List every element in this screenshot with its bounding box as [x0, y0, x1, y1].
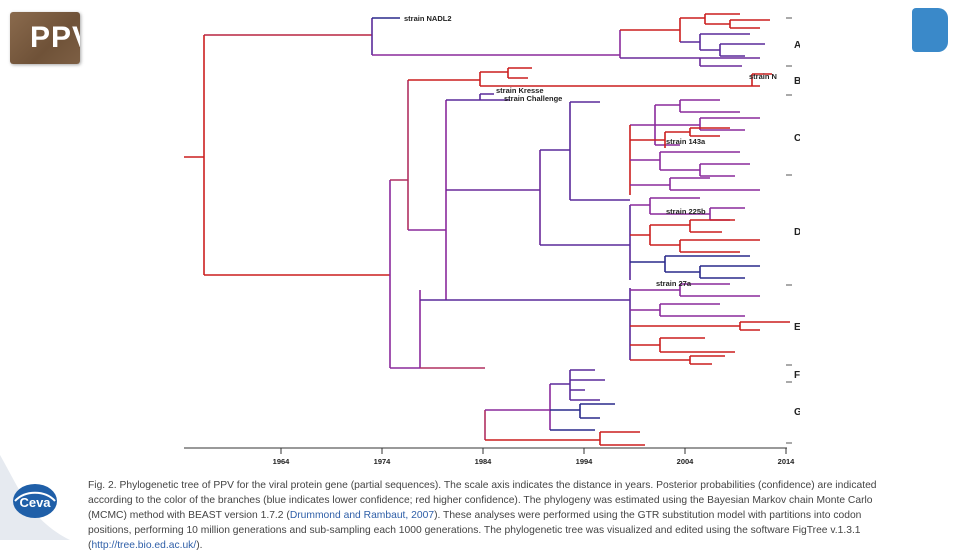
- swoosh-decoration: [0, 455, 70, 540]
- caption-reference-link[interactable]: Drummond and Rambaut, 2007: [289, 510, 435, 521]
- figure-caption: Fig. 2. Phylogenetic tree of PPV for the…: [88, 478, 900, 553]
- phylogenetic-tree: strain NADL2 strain N strain Kresse stra…: [184, 13, 802, 466]
- tree-branch: [420, 367, 486, 440]
- tree-branch: [620, 13, 770, 42]
- strain-label-kresse: strain Kresse: [496, 86, 544, 95]
- clade-label-d: D: [794, 227, 800, 238]
- strain-label-225b: strain 225b: [666, 207, 706, 216]
- tree-branch: [408, 67, 532, 86]
- caption-url-link[interactable]: http://tree.bio.ed.ac.uk/: [91, 540, 197, 551]
- axis-tick-label: 1974: [374, 457, 392, 466]
- strain-label-n: strain N: [749, 72, 777, 81]
- strain-label-27a: strain 27a: [656, 279, 692, 288]
- axis-tick-label: 1964: [273, 457, 291, 466]
- axis-tick-label: 2014: [778, 457, 796, 466]
- tree-branch: [630, 255, 760, 279]
- tree-branch: [390, 290, 421, 369]
- tree-branch: [540, 205, 631, 280]
- corner-tab-decoration: [912, 8, 948, 52]
- tree-branch: [630, 283, 760, 317]
- strain-label-challenge: strain Challenge: [504, 94, 562, 103]
- clade-label-c: C: [794, 133, 800, 144]
- phylogenetic-tree-figure: strain NADL2 strain N strain Kresse stra…: [180, 0, 802, 470]
- axis-tick-label: 2004: [677, 457, 695, 466]
- caption-text: Fig. 2. Phylogenetic tree of PPV for the…: [88, 480, 877, 521]
- slide-title: PPV: [30, 21, 80, 54]
- tree-branch: [390, 80, 409, 230]
- tree-branch: [408, 100, 447, 300]
- axis-tick-label: 1984: [475, 457, 493, 466]
- tree-branch: [630, 219, 760, 253]
- tree-branch: [540, 101, 630, 201]
- clade-label-a: A: [794, 40, 800, 51]
- tree-branch: [630, 197, 745, 221]
- axis-tick-label: 1994: [576, 457, 594, 466]
- clade-label-e: E: [794, 322, 800, 333]
- tree-branch: [446, 93, 510, 101]
- tree-branch: [630, 321, 790, 365]
- tree-branch: [630, 151, 760, 191]
- tree-branch: [620, 57, 760, 67]
- clade-label-g: G: [794, 407, 800, 418]
- strain-label-143a: strain 143a: [666, 137, 706, 146]
- tree-branch: [550, 403, 615, 431]
- caption-text: ).: [196, 540, 203, 551]
- tree-branch: [485, 431, 645, 446]
- tree-branch: [485, 384, 551, 430]
- tree-branch: [550, 369, 605, 401]
- strain-label-nadl2: strain NADL2: [404, 14, 452, 23]
- tree-branch: [630, 99, 760, 146]
- clade-label-f: F: [794, 370, 800, 381]
- ceva-logo: Ceva: [13, 484, 57, 518]
- tree-branch: [446, 150, 541, 245]
- tree-branch: [420, 288, 631, 360]
- slide-title-box: PPV: [10, 12, 80, 64]
- clade-label-b: B: [794, 76, 800, 87]
- svg-text:Ceva: Ceva: [19, 495, 51, 510]
- tree-branch: [480, 73, 772, 87]
- tree-branch: [680, 33, 765, 57]
